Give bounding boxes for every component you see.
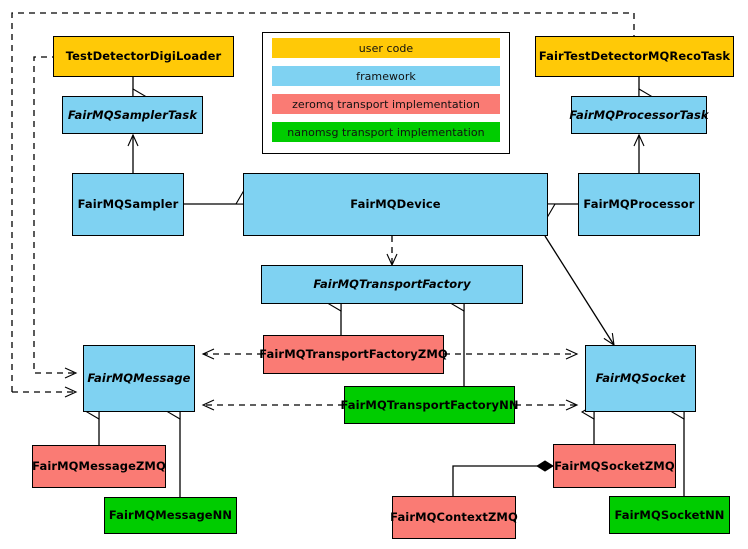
legend-label-zeromq: zeromq transport implementation (292, 97, 480, 111)
legend-item-user-code: user code (272, 38, 500, 58)
class-label: FairMQProcessor (583, 197, 695, 212)
class-label: TestDetectorDigiLoader (65, 49, 222, 64)
class-node-fairmqprocessortask[interactable]: FairMQProcessorTask (569, 96, 709, 134)
class-label: FairMQSocket (595, 371, 686, 386)
class-label: FairMQMessageZMQ (32, 459, 166, 474)
class-node-fairmqtransportfactory[interactable]: FairMQTransportFactory (261, 265, 523, 304)
legend-item-nanomsg: nanomsg transport implementation (272, 122, 500, 142)
class-node-fairmqsocketzmq[interactable]: FairMQSocketZMQ (553, 444, 676, 488)
class-node-fairmqsamplertask[interactable]: FairMQSamplerTask (62, 96, 203, 134)
legend-label-user-code: user code (358, 41, 414, 55)
class-node-fairmqtransportfactorynn[interactable]: FairMQTransportFactoryNN (340, 386, 518, 424)
class-node-fairmqsocket[interactable]: FairMQSocket (585, 345, 696, 412)
class-label: FairMQMessageNN (108, 508, 233, 523)
class-label: FairMQSamplerTask (67, 107, 198, 122)
edge-device-socket (544, 235, 615, 347)
class-label: FairMQDevice (350, 197, 441, 212)
class-label: FairTestDetectorMQRecoTask (538, 49, 731, 64)
edge-frame-outer (11, 12, 635, 398)
class-label: FairMQTransportFactory (313, 277, 471, 292)
class-node-fairmqmessagezmq[interactable]: FairMQMessageZMQ (32, 445, 166, 488)
class-label: FairMQTransportFactoryZMQ (259, 347, 448, 362)
class-node-fairmqmessage[interactable]: FairMQMessage (83, 345, 195, 412)
class-node-fairmqtransportfactoryzmq[interactable]: FairMQTransportFactoryZMQ (259, 335, 448, 374)
class-node-fairmqdevice[interactable]: FairMQDevice (243, 173, 548, 236)
class-node-fairmqcontextzmq[interactable]: FairMQContextZMQ (390, 496, 518, 539)
class-node-fairtestdetectormqrecotask[interactable]: FairTestDetectorMQRecoTask (535, 36, 734, 77)
edge-socketzmq-contextzmq (452, 460, 554, 496)
legend-label-nanomsg: nanomsg transport implementation (287, 125, 485, 139)
class-label: FairMQSocketNN (614, 507, 725, 522)
legend-label-framework: framework (356, 69, 416, 83)
class-node-fairmqsocketnn[interactable]: FairMQSocketNN (609, 496, 730, 534)
class-node-fairmqmessagenn[interactable]: FairMQMessageNN (104, 497, 237, 534)
class-label: FairMQSocketZMQ (554, 458, 675, 473)
edge-digiloader-to-message (33, 56, 135, 379)
class-label: FairMQTransportFactoryNN (340, 397, 519, 412)
class-node-testdetectordigiloader[interactable]: TestDetectorDigiLoader (53, 36, 234, 77)
class-label: FairMQSampler (77, 197, 179, 212)
class-label: FairMQMessage (87, 371, 191, 386)
legend-item-zeromq: zeromq transport implementation (272, 94, 500, 114)
class-label: FairMQContextZMQ (390, 510, 518, 525)
class-node-fairmqprocessor[interactable]: FairMQProcessor (578, 173, 700, 236)
class-label: FairMQProcessorTask (569, 107, 709, 122)
legend-item-framework: framework (272, 66, 500, 86)
class-node-fairmqsampler[interactable]: FairMQSampler (72, 173, 184, 236)
